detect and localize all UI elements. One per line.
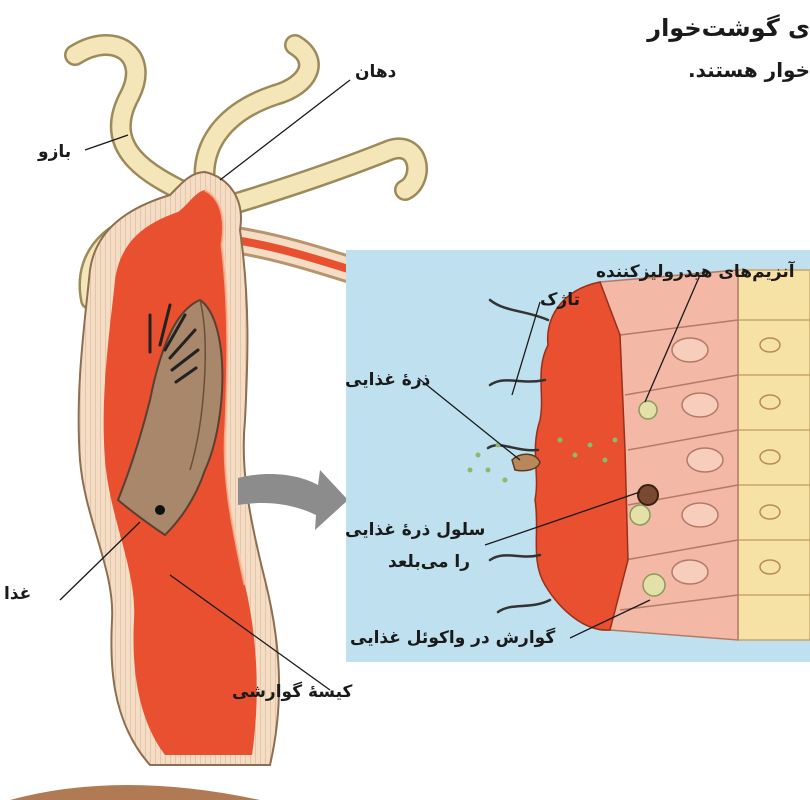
engulfed-particle	[638, 485, 658, 505]
tentacle-top	[204, 45, 308, 185]
label-food: غذا	[4, 584, 31, 605]
header-line-2: ‌خوار هستند.	[688, 58, 810, 82]
food-vacuole	[639, 401, 657, 419]
label-engulfing-cell-line2: را می‌بلعد	[388, 552, 470, 573]
substrate	[10, 785, 260, 800]
label-hydrolytic-enzymes: آنزیم‌های هیدرولیزکننده	[596, 262, 795, 283]
label-food-particle: ذرهٔ غذایی	[345, 370, 430, 391]
label-flagellum: تاژک	[540, 290, 580, 311]
label-engulfing-cell-line1: سلول ذرهٔ غذایی	[345, 520, 485, 541]
label-digestive-sac: کیسهٔ گوارشی	[232, 682, 352, 703]
header-line-1: ی گوشت‌خوار	[647, 14, 810, 42]
label-arm: بازو	[38, 142, 71, 163]
cell-apical-edge	[535, 282, 628, 630]
label-vacuole-digestion: گوارش در واکوئل غذایی	[350, 628, 555, 649]
transition-arrow	[238, 470, 348, 530]
label-mouth: دهان	[355, 62, 396, 83]
